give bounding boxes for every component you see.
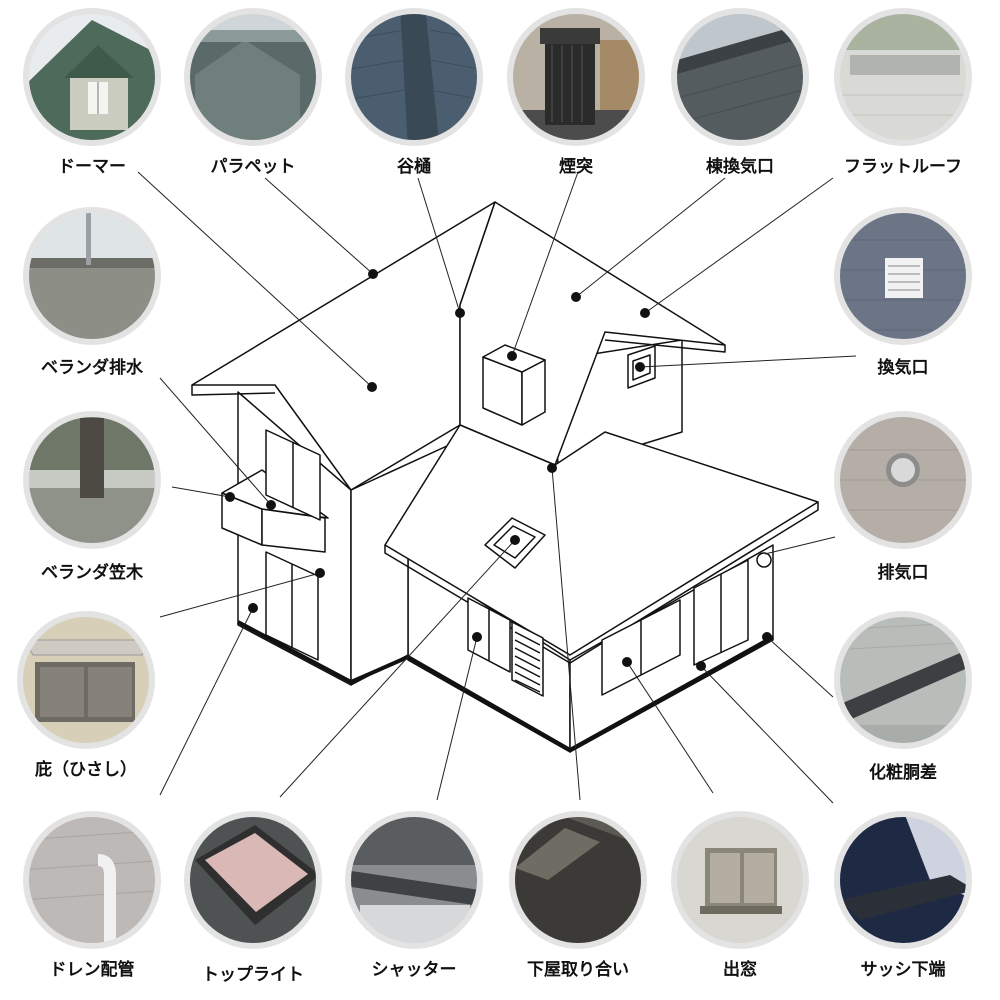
parapet-photo-icon — [184, 8, 322, 146]
fascia-right — [604, 339, 726, 353]
leader-dots — [225, 269, 772, 671]
front-shutter — [511, 621, 544, 697]
label-chimney: 煙突 — [559, 157, 593, 177]
vent-grille-photo-icon — [834, 207, 972, 345]
dormer-photo-icon — [23, 8, 161, 146]
label-skylight: トップライト — [202, 965, 304, 985]
label-shutter: シャッター — [371, 960, 457, 980]
siding-band-photo-icon — [834, 611, 972, 749]
label-dormer: ドーマー — [58, 157, 126, 177]
label-flat-roof: フラットルーフ — [844, 157, 962, 177]
sash-flashing-photo-icon — [834, 811, 972, 949]
label-lower-roof-junction: 下屋取り合い — [527, 960, 629, 980]
lower-roof-fascia — [384, 502, 819, 664]
house-drawing — [191, 201, 819, 753]
fascia-left — [191, 385, 276, 396]
roof-wall-junction-photo-icon — [509, 811, 647, 949]
label-parapet: パラペット — [210, 157, 296, 177]
veranda-drain-photo-icon — [23, 207, 161, 345]
label-ventilation-opening: 換気口 — [877, 358, 929, 378]
exhaust-hood-photo-icon — [834, 411, 972, 549]
label-veranda-drain: ベランダ排水 — [41, 358, 143, 378]
skylight-photo-icon — [184, 811, 322, 949]
label-veranda-cap: ベランダ笠木 — [41, 563, 143, 583]
bay-window-photo-icon — [671, 811, 809, 949]
chimney-photo-icon — [507, 8, 645, 146]
label-ridge-vent: 棟換気口 — [706, 157, 774, 177]
drain-pipe-photo-icon — [23, 811, 161, 949]
flat-roof-photo-icon — [834, 8, 972, 146]
leader-lines — [137, 171, 857, 804]
exhaust-hood — [756, 552, 772, 568]
window-awning-photo-icon — [17, 611, 155, 749]
label-bay-window: 出窓 — [723, 960, 757, 980]
label-sash-bottom: サッシ下端 — [860, 960, 946, 980]
label-eaves: 庇（ひさし） — [35, 760, 137, 780]
label-drain-pipe: ドレン配管 — [49, 960, 135, 980]
ridge-vent-photo-icon — [671, 8, 809, 146]
label-valley-gutter: 谷樋 — [397, 157, 431, 177]
valley-gutter-photo-icon — [345, 8, 483, 146]
shutter-photo-icon — [345, 811, 483, 949]
label-decorative-band: 化粧胴差 — [869, 763, 937, 783]
veranda-cap-photo-icon — [23, 411, 161, 549]
label-exhaust-port: 排気口 — [877, 563, 929, 583]
